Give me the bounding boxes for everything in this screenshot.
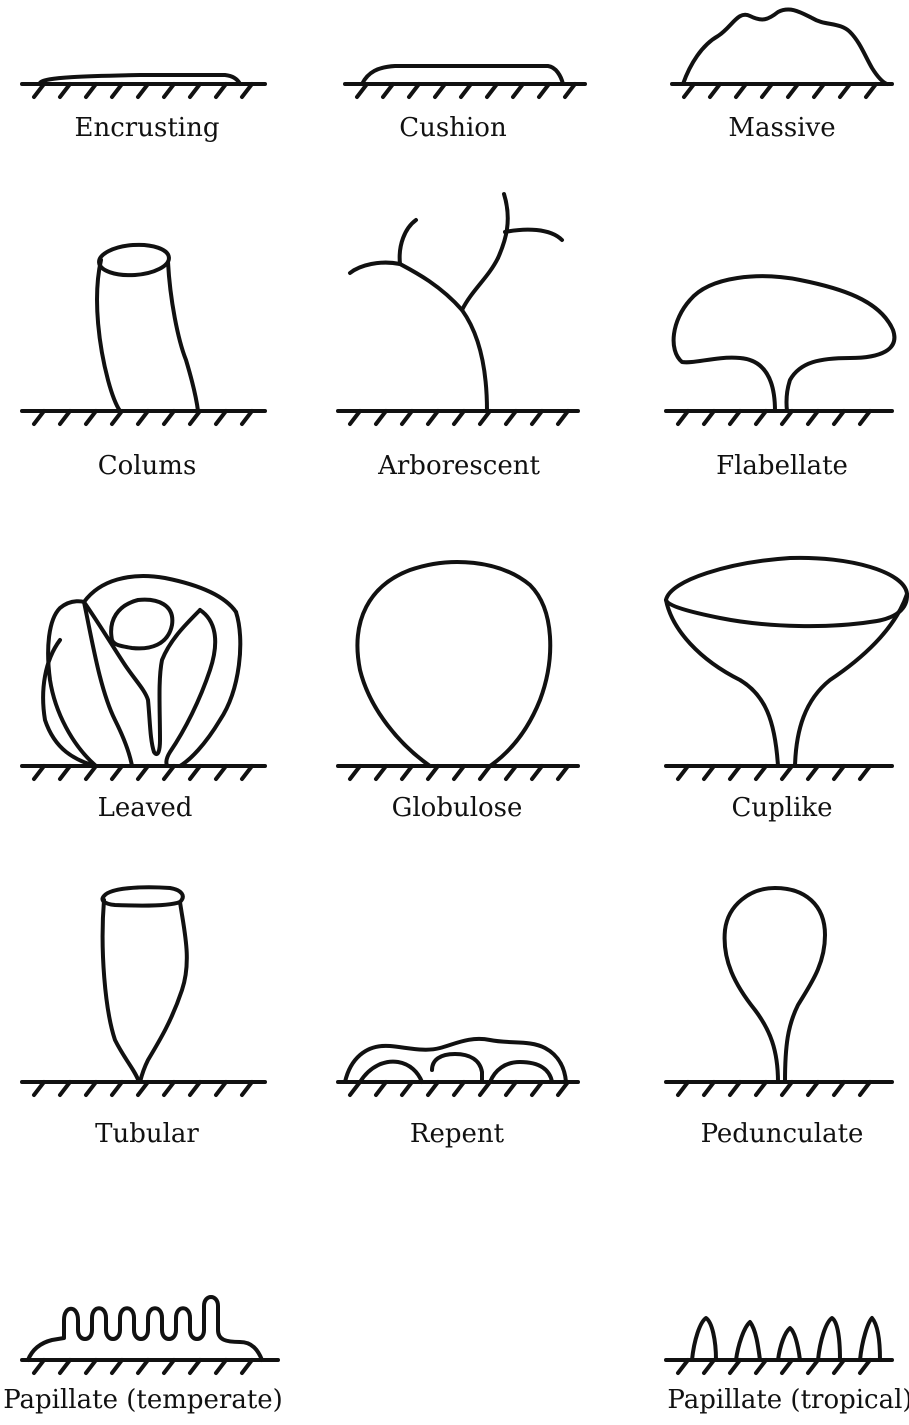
substrate-line — [22, 766, 265, 779]
label-pedunculate: Pedunculate — [701, 1119, 864, 1149]
label-cushion: Cushion — [399, 113, 507, 143]
substrate-line — [666, 766, 892, 779]
repent-shape — [345, 1039, 566, 1082]
label-leaved: Leaved — [98, 793, 193, 823]
label-tubular: Tubular — [95, 1119, 199, 1149]
substrate-line — [672, 84, 892, 97]
substrate-line — [338, 411, 578, 424]
leaved-shape — [43, 576, 240, 766]
substrate-line — [338, 766, 578, 779]
cuplike-shape — [666, 558, 907, 766]
substrate-line — [666, 1360, 892, 1373]
tubular-shape — [102, 887, 186, 1082]
arborescent-shape — [350, 194, 562, 411]
label-arborescent: Arborescent — [377, 451, 540, 481]
label-globulose: Globulose — [392, 793, 523, 823]
label-colums: Colums — [98, 451, 197, 481]
label-encrusting: Encrusting — [75, 113, 220, 143]
pedunculate-shape — [725, 888, 825, 1082]
colums-shape — [97, 243, 198, 411]
label-flabellate: Flabellate — [716, 451, 848, 481]
substrate-line — [22, 84, 265, 97]
label-cuplike: Cuplike — [731, 793, 832, 823]
substrate-line — [22, 411, 265, 424]
substrate-line — [338, 1082, 578, 1095]
label-papillate-tropical: Papillate (tropical) — [667, 1385, 909, 1415]
label-repent: Repent — [410, 1119, 505, 1149]
papillate-temperate-shape — [28, 1297, 262, 1360]
globulose-shape — [357, 562, 550, 766]
massive-shape — [683, 10, 887, 84]
substrate-line — [345, 84, 585, 97]
substrate-line — [666, 1082, 892, 1095]
cushion-shape — [362, 66, 563, 84]
label-massive: Massive — [728, 113, 835, 143]
substrate-line — [22, 1360, 278, 1373]
substrate-line — [22, 1082, 265, 1095]
flabellate-shape — [674, 276, 895, 411]
label-papillate-temperate: Papillate (temperate) — [3, 1385, 283, 1415]
substrate-line — [666, 411, 892, 424]
papillate-tropical-shape — [692, 1318, 880, 1360]
